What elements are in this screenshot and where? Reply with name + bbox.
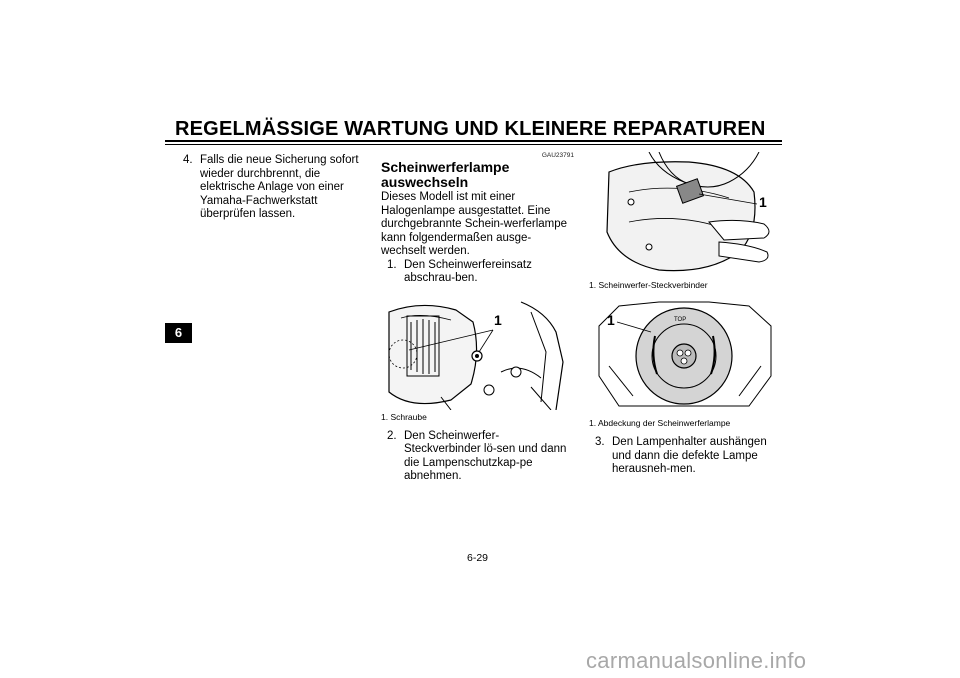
figure-callout-number: 1 xyxy=(494,311,502,328)
step-text: Den Scheinwerfereinsatz abschrau-ben. xyxy=(404,258,532,285)
list-item-step-4: 4. Falls die neue Sicherung sofort wiede… xyxy=(183,154,368,222)
step-text: Falls die neue Sicherung sofort wieder d… xyxy=(200,154,359,220)
figure-caption: 1. Schraube xyxy=(381,411,427,422)
figure-bulb-cover: 1 TOP xyxy=(589,296,779,416)
step-number: 2. xyxy=(387,429,397,442)
top-marking-label: TOP xyxy=(674,317,687,323)
section-code: GAU23791 xyxy=(541,152,574,159)
watermark: carmanualsonline.info xyxy=(586,648,807,673)
headlight-connector-illustration xyxy=(589,152,779,278)
section-title: Scheinwerferlampe auswechseln xyxy=(381,160,574,190)
headlight-screw-illustration xyxy=(381,291,571,410)
header-rule-thin xyxy=(165,144,782,145)
bulb-cover-illustration xyxy=(589,296,779,416)
step-number: 1. xyxy=(387,258,397,271)
page-number: 6-29 xyxy=(467,552,489,564)
figure-headlight-screw: 1 xyxy=(381,291,571,410)
step-number: 4. xyxy=(183,154,193,166)
column-left: 4. Falls die neue Sicherung sofort wiede… xyxy=(183,154,368,222)
column-middle: GAU23791 Scheinwerferlampe auswechseln D… xyxy=(381,152,574,484)
step-text: Den Scheinwerfer-Steckverbinder lö-sen u… xyxy=(404,429,567,483)
page-title: REGELMÄSSIGE WARTUNG UND KLEINERE REPARA… xyxy=(175,118,766,140)
intro-paragraph: Dieses Modell ist mit einer Halogenlampe… xyxy=(381,191,568,257)
column-right: 1 1. Scheinwerfer-Steckverbinder 1 TOP xyxy=(589,152,789,477)
chapter-tab: 6 xyxy=(165,323,192,343)
list-item-step-3: 3. Den Lampenhalter aushängen und dann d… xyxy=(595,436,789,477)
step-number: 3. xyxy=(595,436,605,448)
figure-caption: 1. Abdeckung der Scheinwerferlampe xyxy=(589,418,731,428)
figure-callout-number: 1 xyxy=(759,194,767,210)
header-rule xyxy=(165,140,782,142)
figure-headlight-connector: 1 xyxy=(589,152,779,278)
step-text: Den Lampenhalter aushängen und dann die … xyxy=(612,436,767,475)
list-item-step-2: 2. Den Scheinwerfer-Steckverbinder lö-se… xyxy=(387,430,574,484)
section-title-line-2: auswechseln xyxy=(381,174,469,190)
figure-caption: 1. Scheinwerfer-Steckverbinder xyxy=(589,280,708,290)
list-item-step-1: 1. Den Scheinwerfereinsatz abschrau-ben. xyxy=(387,259,574,286)
section-title-line-1: Scheinwerferlampe xyxy=(381,159,510,175)
figure-callout-number: 1 xyxy=(607,312,615,328)
